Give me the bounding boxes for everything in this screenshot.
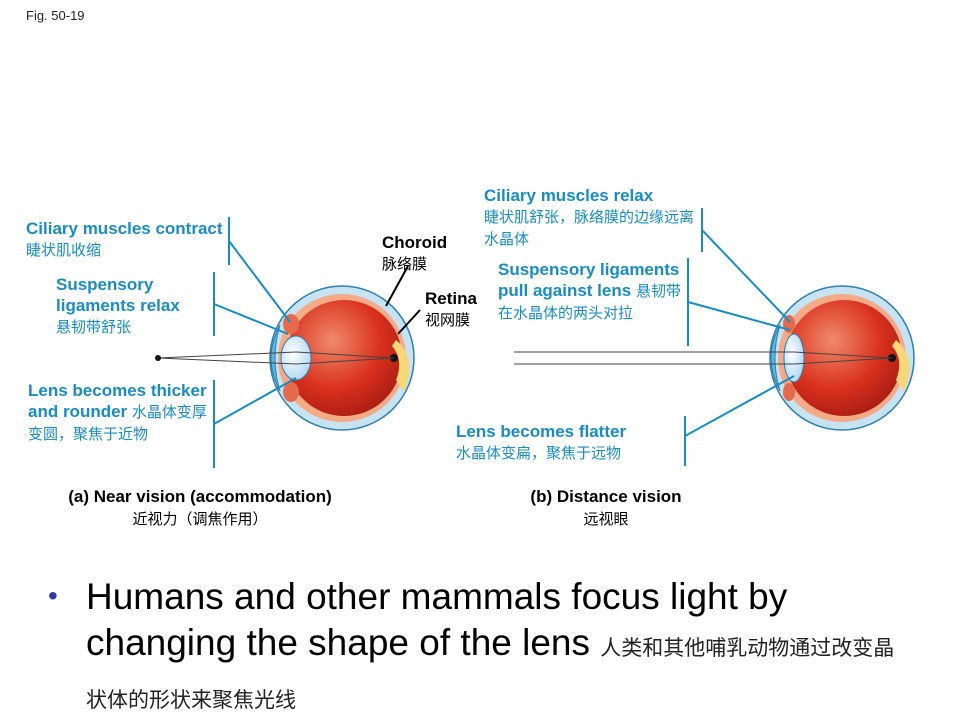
bullet-marker: • (48, 580, 58, 611)
far-vitreous (786, 300, 902, 416)
near-optic-nerve (392, 340, 410, 392)
near-ray-top (157, 351, 297, 359)
far-ray-top-inner (793, 351, 893, 359)
near-lens-label: Lens becomes thicker and rounder 水晶体变厚变圆… (28, 381, 207, 443)
figure-label: Fig. 50-19 (26, 8, 85, 23)
far-ciliary-bottom (783, 383, 795, 401)
near-ray-top-inner (295, 351, 395, 359)
near-eye (269, 285, 415, 431)
retina-leader (397, 309, 421, 335)
near-caption: (a) Near vision (accommodation)近视力（调焦作用） (68, 487, 332, 528)
near-cornea (270, 324, 281, 392)
near-ciliary-leader (228, 240, 291, 323)
near-lens-leader (213, 377, 297, 425)
near-ray-bottom (157, 357, 297, 365)
far-cornea (770, 324, 781, 392)
far-lens (783, 333, 805, 383)
near-ciliary-bottom (283, 382, 299, 402)
near-suspensory-leader (213, 303, 289, 335)
far-ray-bottom-inner (793, 357, 893, 365)
far-optic-nerve (892, 340, 910, 392)
far-lens-leader (684, 375, 795, 437)
near-vitreous (286, 300, 402, 416)
near-ray-bottom-inner (295, 357, 395, 365)
bullet-text: Humans and other mammals focus light by … (86, 576, 895, 712)
far-suspensory-label: Suspensory ligaments pull against lens 悬… (498, 260, 681, 322)
far-suspensory-leader (687, 301, 791, 331)
far-eye (769, 285, 915, 431)
choroid-leader (385, 265, 409, 307)
near-object-point (155, 355, 161, 361)
far-ciliary-leader (701, 229, 791, 323)
near-lens (280, 335, 312, 381)
